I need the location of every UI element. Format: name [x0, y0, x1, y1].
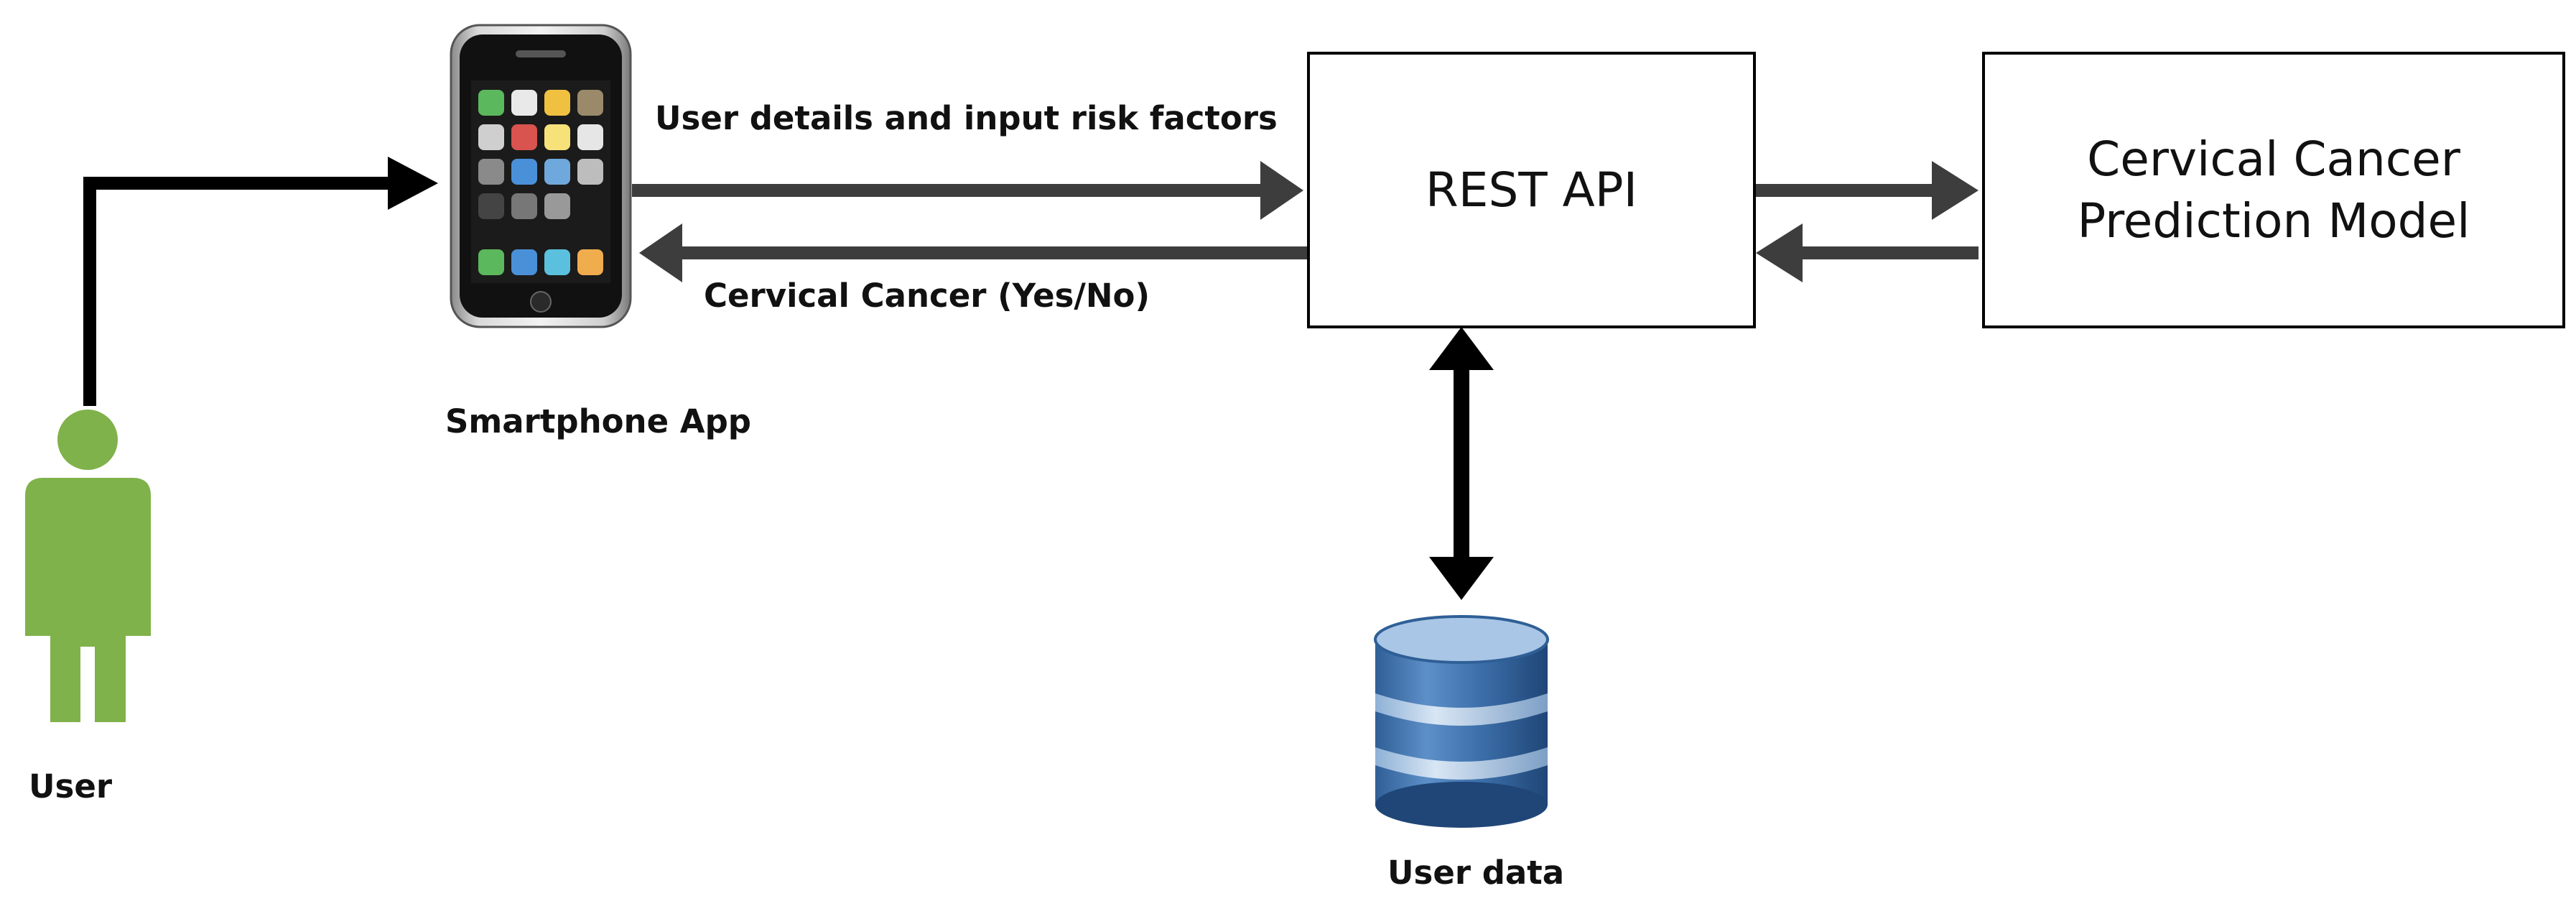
- app-icon-grid: [478, 90, 603, 275]
- request-label: User details and input risk factors: [655, 99, 1278, 137]
- user-to-app-arrow: [83, 157, 438, 406]
- user-label: User: [29, 767, 113, 805]
- model-label-line2: Prediction Model: [2077, 193, 2470, 249]
- database-icon: [1374, 615, 1549, 828]
- user-data-label: User data: [1387, 854, 1565, 892]
- api-to-model-arrow: [1756, 161, 1979, 220]
- smartphone-icon: [450, 24, 632, 328]
- request-arrow: [632, 161, 1303, 220]
- response-arrow: [639, 223, 1311, 282]
- rest-api-box: REST API: [1307, 52, 1756, 328]
- app-label: Smartphone App: [445, 402, 752, 440]
- prediction-model-box: Cervical Cancer Prediction Model: [1982, 52, 2565, 328]
- api-db-arrow: [1429, 327, 1494, 600]
- person-icon: [25, 410, 151, 722]
- response-label: Cervical Cancer (Yes/No): [704, 277, 1150, 315]
- model-to-api-arrow: [1756, 223, 1979, 282]
- model-label-line1: Cervical Cancer: [2087, 131, 2460, 187]
- rest-api-label: REST API: [1425, 162, 1638, 218]
